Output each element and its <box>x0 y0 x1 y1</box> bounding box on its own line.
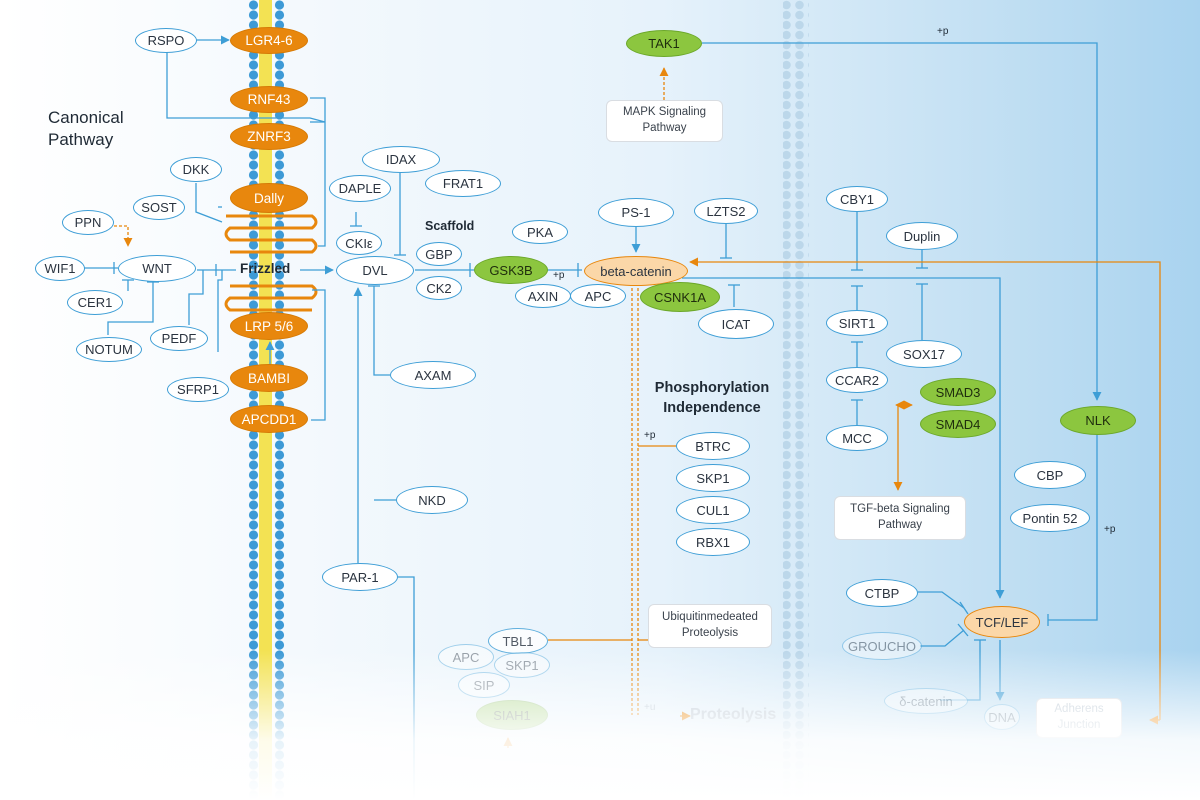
node-ck2[interactable]: CK2 <box>416 276 462 300</box>
node-gbp[interactable]: GBP <box>416 242 462 266</box>
node-tcf-lef[interactable]: TCF/LEF <box>964 606 1040 638</box>
node-lrp5-6[interactable]: LRP 5/6 <box>230 312 308 340</box>
proteolysis-label: Proteolysis <box>690 706 777 723</box>
node-lgr4-6[interactable]: LGR4-6 <box>230 27 308 54</box>
node-nkd[interactable]: NKD <box>396 486 468 514</box>
node-skp1-lower[interactable]: SKP1 <box>494 652 550 678</box>
canonical-pathway-title: Canonical Pathway <box>48 108 124 150</box>
node-tak1[interactable]: TAK1 <box>626 30 702 57</box>
node-csnk1a[interactable]: CSNK1A <box>640 282 720 312</box>
node-apc-lower[interactable]: APC <box>438 644 494 670</box>
cell-membrane <box>246 0 285 800</box>
node-groucho[interactable]: GROUCHO <box>842 632 922 660</box>
node-ccar2[interactable]: CCAR2 <box>826 367 888 393</box>
plus-u-label: +u <box>644 702 656 713</box>
ubiquitin-proteolysis-box[interactable]: Ubiquitinmedeated Proteolysis <box>648 604 772 648</box>
node-notum[interactable]: NOTUM <box>76 337 142 362</box>
plus-p-tak1-label: +p <box>937 26 949 37</box>
node-dally[interactable]: Dally <box>230 183 308 213</box>
node-icat[interactable]: ICAT <box>698 309 774 339</box>
node-dna[interactable]: DNA <box>984 704 1020 730</box>
node-smad3[interactable]: SMAD3 <box>920 378 996 406</box>
node-skp1[interactable]: SKP1 <box>676 464 750 492</box>
node-lzts2[interactable]: LZTS2 <box>694 198 758 224</box>
node-apcdd1[interactable]: APCDD1 <box>230 405 308 433</box>
node-ppn[interactable]: PPN <box>62 210 114 235</box>
node-pontin52[interactable]: Pontin 52 <box>1010 504 1090 532</box>
frizzled-label: Frizzled <box>240 261 291 276</box>
node-duplin[interactable]: Duplin <box>886 222 958 250</box>
node-daple[interactable]: DAPLE <box>329 175 391 202</box>
node-idax[interactable]: IDAX <box>362 146 440 173</box>
node-frat1[interactable]: FRAT1 <box>425 170 501 197</box>
node-cbp[interactable]: CBP <box>1014 461 1086 489</box>
node-delta-catenin[interactable]: δ-catenin <box>884 688 968 714</box>
node-gsk3b[interactable]: GSK3B <box>474 256 548 284</box>
phosphorylation-independence-title: Phosphorylation Independence <box>654 380 770 417</box>
node-siah1[interactable]: SIAH1 <box>476 700 548 730</box>
nuclear-membrane <box>783 0 809 800</box>
node-znrf3[interactable]: ZNRF3 <box>230 123 308 150</box>
plus-p-nlk-label: +p <box>1104 524 1116 535</box>
node-tbl1[interactable]: TBL1 <box>488 628 548 654</box>
node-rbx1[interactable]: RBX1 <box>676 528 750 556</box>
node-pedf[interactable]: PEDF <box>150 326 208 351</box>
node-sfrp1[interactable]: SFRP1 <box>167 377 229 402</box>
mapk-signaling-pathway-box[interactable]: MAPK Signaling Pathway <box>606 100 723 142</box>
plus-p-btrc-label: +p <box>644 430 656 441</box>
node-sox17[interactable]: SOX17 <box>886 340 962 368</box>
adherens-junction-box[interactable]: Adherens Junction <box>1036 698 1122 738</box>
node-ps1[interactable]: PS-1 <box>598 198 674 227</box>
node-apc[interactable]: APC <box>570 284 626 308</box>
node-cby1[interactable]: CBY1 <box>826 186 888 212</box>
node-smad4[interactable]: SMAD4 <box>920 410 996 438</box>
scaffold-label: Scaffold <box>425 219 475 233</box>
node-wnt[interactable]: WNT <box>118 255 196 282</box>
node-rspo[interactable]: RSPO <box>135 28 197 53</box>
node-ckie[interactable]: CKIε <box>336 231 382 255</box>
node-cul1[interactable]: CUL1 <box>676 496 750 524</box>
node-sip[interactable]: SIP <box>458 672 510 698</box>
node-btrc[interactable]: BTRC <box>676 432 750 460</box>
node-rnf43[interactable]: RNF43 <box>230 86 308 113</box>
node-wif1[interactable]: WIF1 <box>35 256 85 281</box>
node-pka[interactable]: PKA <box>512 220 568 244</box>
node-axam[interactable]: AXAM <box>390 361 476 389</box>
node-par1[interactable]: PAR-1 <box>322 563 398 591</box>
node-dkk[interactable]: DKK <box>170 157 222 182</box>
node-dvl[interactable]: DVL <box>336 256 414 285</box>
frizzled-receptor-coil <box>224 214 318 312</box>
node-beta-catenin[interactable]: beta-catenin <box>584 256 688 286</box>
node-mcc[interactable]: MCC <box>826 425 888 451</box>
node-axin[interactable]: AXIN <box>515 284 571 308</box>
tgf-beta-signaling-pathway-box[interactable]: TGF-beta Signaling Pathway <box>834 496 966 540</box>
node-bambi[interactable]: BAMBI <box>230 364 308 392</box>
node-cer1[interactable]: CER1 <box>67 290 123 315</box>
node-nlk[interactable]: NLK <box>1060 406 1136 435</box>
node-sirt1[interactable]: SIRT1 <box>826 310 888 336</box>
node-sost[interactable]: SOST <box>133 195 185 220</box>
node-ctbp[interactable]: CTBP <box>846 579 918 607</box>
plus-p-axin-label: +p <box>553 270 565 281</box>
